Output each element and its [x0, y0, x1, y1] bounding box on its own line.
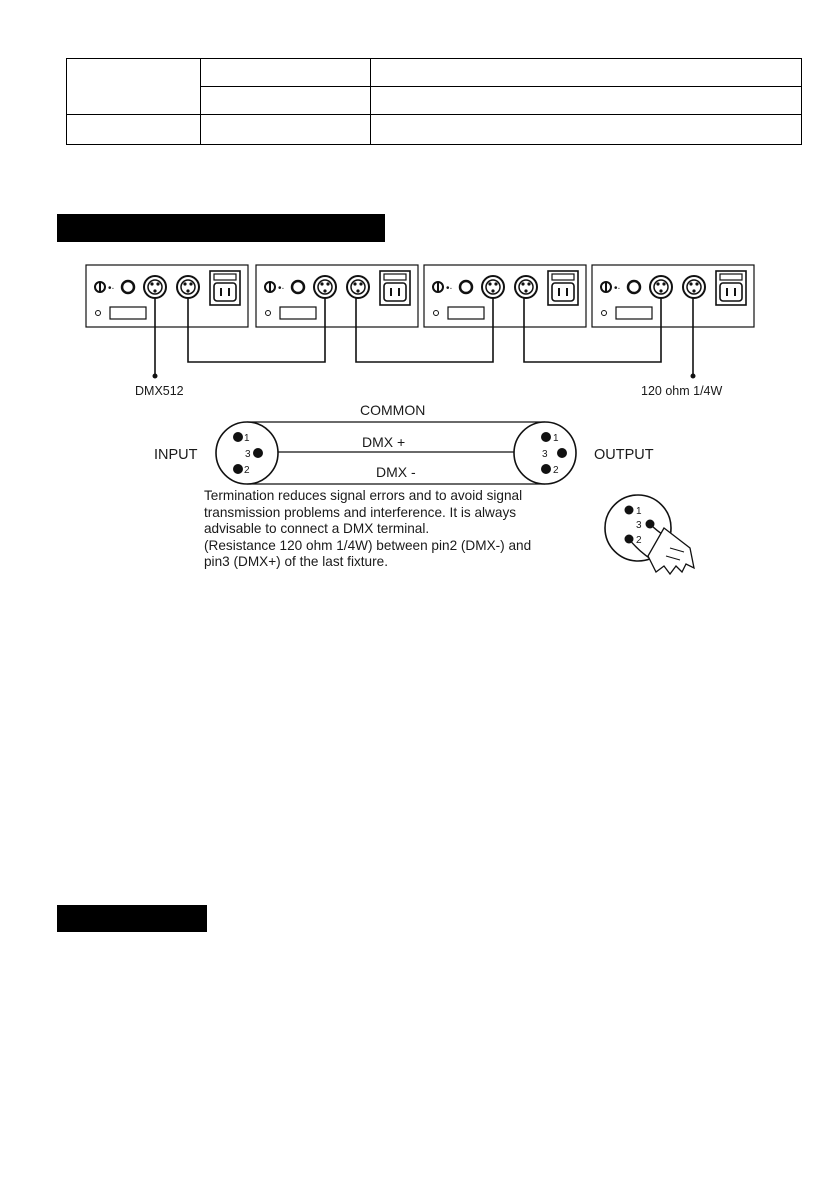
- input-connector-icon: [215, 421, 279, 485]
- termination-note: Termination reduces signal errors and to…: [204, 488, 604, 571]
- table-cell: [66, 58, 201, 115]
- fixture-panel: •∙: [591, 264, 755, 328]
- table-cell: [370, 58, 802, 87]
- fixture-panel: •∙: [85, 264, 249, 328]
- input-pin-1-label: 1: [244, 433, 250, 444]
- dmx-input-endpoint: [152, 373, 158, 379]
- svg-text:•∙: •∙: [446, 283, 452, 294]
- output-connector-icon: [513, 421, 577, 485]
- svg-text:•∙: •∙: [108, 283, 114, 294]
- note-line: advisable to connect a DMX terminal.: [204, 521, 430, 536]
- section-heading-bar: [57, 905, 207, 932]
- section-heading-bar: [57, 214, 385, 242]
- plug-pin-1-label: 1: [636, 506, 642, 517]
- common-label: COMMON: [360, 402, 425, 418]
- output-pin-2-label: 2: [553, 465, 559, 476]
- output-pin-3-label: 3: [542, 449, 548, 460]
- dmx-link-cable: [355, 298, 494, 363]
- svg-text:•∙: •∙: [278, 283, 284, 294]
- table-cell: [66, 114, 201, 145]
- note-line: Termination reduces signal errors and to…: [204, 488, 523, 503]
- table-cell: [200, 114, 371, 145]
- plug-pin-3-label: 3: [636, 520, 642, 531]
- dmx-minus-label: DMX -: [376, 464, 416, 480]
- note-line: (Resistance 120 ohm 1/4W) between pin2 (…: [204, 537, 532, 553]
- output-label: OUTPUT: [594, 447, 654, 463]
- note-line: transmission problems and interference. …: [204, 504, 517, 520]
- svg-text:•∙: •∙: [614, 283, 620, 294]
- terminator-endpoint: [690, 373, 696, 379]
- table-row: [66, 114, 802, 145]
- input-label: INPUT: [154, 447, 198, 463]
- fixture-panel: •∙: [423, 264, 587, 328]
- terminator-label: 120 ohm 1/4W: [641, 384, 722, 398]
- terminator-plug-icon: [604, 494, 695, 576]
- dmx512-label: DMX512: [135, 384, 184, 398]
- dmx-wiring-diagram: •∙ •∙ •∙: [85, 264, 755, 576]
- table-cell: [370, 114, 802, 145]
- plug-pin-2-label: 2: [636, 535, 642, 546]
- dmx-plus-label: DMX +: [362, 434, 405, 450]
- dmx-link-cable: [187, 298, 326, 363]
- dmx-link-cable: [523, 298, 662, 363]
- input-pin-3-label: 3: [245, 449, 251, 460]
- input-pin-2-label: 2: [244, 465, 250, 476]
- cable-schematic: [215, 421, 577, 485]
- spec-table: [66, 58, 802, 145]
- note-line: pin3 (DMX+) of the last fixture.: [204, 554, 388, 569]
- fixture-panel: •∙: [255, 264, 419, 328]
- output-pin-1-label: 1: [553, 433, 559, 444]
